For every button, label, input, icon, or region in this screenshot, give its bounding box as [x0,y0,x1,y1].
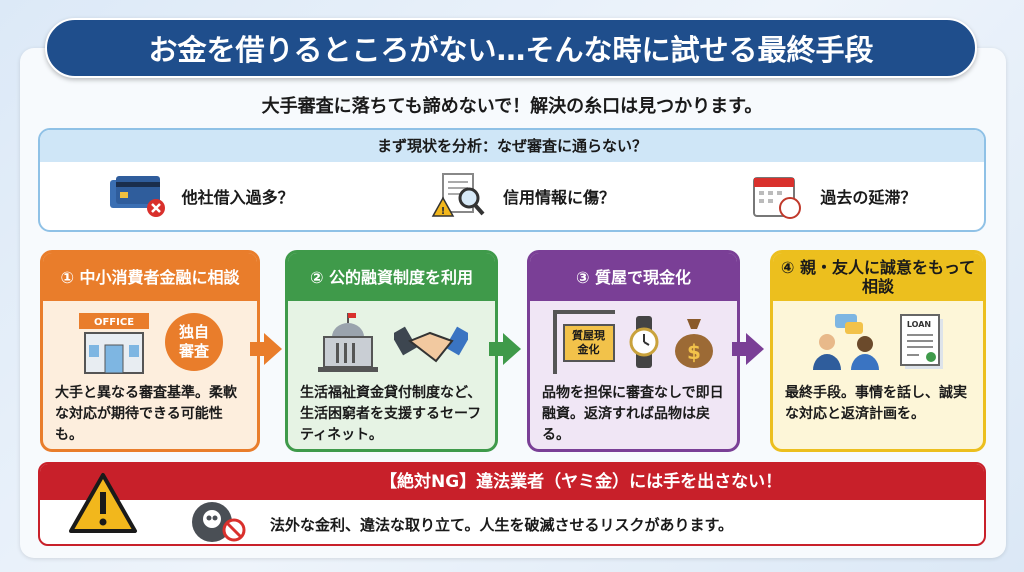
analysis-heading: まず現状を分析：なぜ審査に通らない？ [40,130,984,162]
office-store-icon: OFFICE [79,313,149,374]
card-title: ② 公的融資制度を利用 [288,253,495,301]
reason-item: ! 信用情報に傷？ [429,172,615,220]
option-card-family-friends: ④ 親・友人に誠意をもって相談 LOAN 最終手段。事情を話し、誠実な対応と返済… [770,250,986,452]
conversation-icon [813,314,879,370]
unique-screening-badge: 独自審査 [165,313,223,371]
card-description: 大手と異なる審査基準。柔軟な対応が期待できる可能性も。 [55,385,237,443]
pawnshop-sign: 質屋現金化 [552,310,615,374]
reason-item: 過去の延滞？ [750,172,916,220]
analysis-box: まず現状を分析：なぜ審査に通らない？ 他社借入過多？ ! 信用情報に傷？ 過去の… [38,128,986,232]
subtitle: 大手審査に落ちても諦めないで！解決の糸口は見つかります。 [261,96,763,117]
reason-label: 過去の延滞？ [820,188,917,207]
handshake-icon [393,326,468,363]
reason-label: 信用情報に傷？ [502,188,615,207]
loan-document-icon: LOAN [900,314,943,369]
watch-icon [629,316,658,368]
loan-label: LOAN [907,320,931,329]
warning-box: 【絶対NG】違法業者（ヤミ金）には手を出さない！ 法外な金利、違法な取り立て。人… [38,462,986,546]
arrow-icon [250,333,282,365]
calendar-icon [753,177,802,219]
warning-text: 法外な金利、違法な取り立て。人生を破滅させるリスクがあります。 [270,516,734,534]
warning-heading: 【絶対NG】違法業者（ヤミ金）には手を出さない！ [40,464,984,500]
option-card-public-loan: ② 公的融資制度を利用 生活福祉資金貸付制度など、生活困窮者を支援するセーフティ… [285,250,498,452]
option-card-pawnshop: ③ 質屋で現金化 質屋現金化 $ 品物を担保に審査なしで即日融資。返済すれば品物… [527,250,740,452]
page-title: お金を借りるところがない…そんな時に試せる最終手段 [45,18,977,78]
credit-card-icon [109,176,165,217]
option-card-consumer-finance: ① 中小消費者金融に相談 OFFICE 独自審査 大手と異なる審査基準。柔軟な対… [40,250,260,452]
reason-item: 他社借入過多？ [108,174,294,218]
arrow-icon [489,333,521,365]
money-bag-icon: $ [674,319,713,368]
card-title: ③ 質屋で現金化 [530,253,737,301]
svg-text:!: ! [441,206,446,217]
warning-icon [69,473,137,533]
card-description: 生活福祉資金貸付制度など、生活困窮者を支援するセーフティネット。 [300,385,482,443]
skull-prohibited-icon [192,502,246,542]
reason-label: 他社借入過多？ [181,188,294,207]
card-description: 最終手段。事情を話し、誠実な対応と返済計画を。 [785,385,967,422]
arrow-icon [732,333,764,365]
card-title: ① 中小消費者金融に相談 [43,253,257,301]
card-title: ④ 親・友人に誠意をもって相談 [773,253,983,301]
card-description: 品物を担保に審査なしで即日融資。返済すれば品物は戻る。 [542,385,724,443]
government-building-icon [317,313,378,372]
svg-text:$: $ [687,340,701,364]
office-sign: OFFICE [94,317,134,328]
document-search-icon: ! [431,173,485,217]
